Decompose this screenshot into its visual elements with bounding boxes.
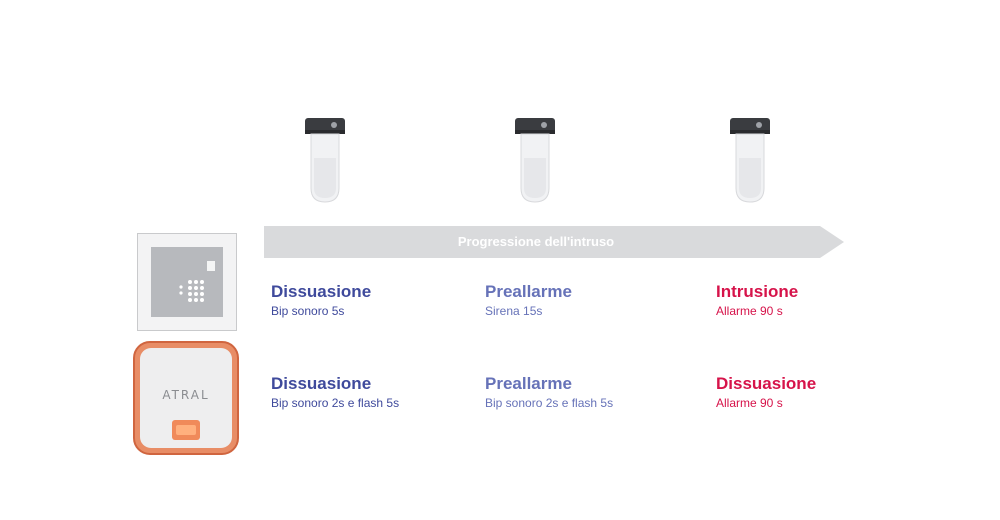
motion-sensor-icon (303, 118, 347, 204)
stage-preallarme-row1: Preallarme Sirena 15s (485, 282, 685, 319)
stage-title: Dissuasione (271, 282, 372, 301)
stage-preallarme-row2: Preallarme Bip sonoro 2s e flash 5s (485, 374, 685, 411)
stage-title: Dissuasione (271, 374, 372, 393)
stage-title: Preallarme (485, 374, 572, 393)
stage-dissuasione-alarm-row2: Dissuasione Allarme 90 s (716, 374, 916, 411)
stage-subtitle: Bip sonoro 2s e flash 5s (485, 396, 614, 410)
keypad-panel-icon (137, 233, 237, 331)
stage-subtitle: Bip sonoro 2s e flash 5s (271, 396, 400, 410)
alarm-control-unit-icon: ATRAL (132, 340, 240, 458)
stage-dissuasione-row1: Dissuasione Bip sonoro 5s (271, 282, 471, 319)
intruder-progress-arrow: Progressione dell'intruso (264, 226, 844, 258)
device-brand-label: ATRAL (162, 388, 210, 402)
stage-subtitle: Allarme 90 s (716, 304, 783, 318)
motion-sensor-icon (513, 118, 557, 204)
stage-subtitle: Allarme 90 s (716, 396, 783, 410)
stage-intrusione-row1: Intrusione Allarme 90 s (716, 282, 916, 319)
motion-sensor-icon (728, 118, 772, 204)
arrow-label: Progressione dell'intruso (457, 234, 615, 249)
stage-title: Intrusione (716, 282, 799, 301)
stage-title: Preallarme (485, 282, 572, 301)
stage-title: Dissuasione (716, 374, 817, 393)
stage-subtitle: Bip sonoro 5s (271, 304, 345, 318)
stage-subtitle: Sirena 15s (485, 304, 543, 318)
stage-dissuasione-row2: Dissuasione Bip sonoro 2s e flash 5s (271, 374, 471, 411)
